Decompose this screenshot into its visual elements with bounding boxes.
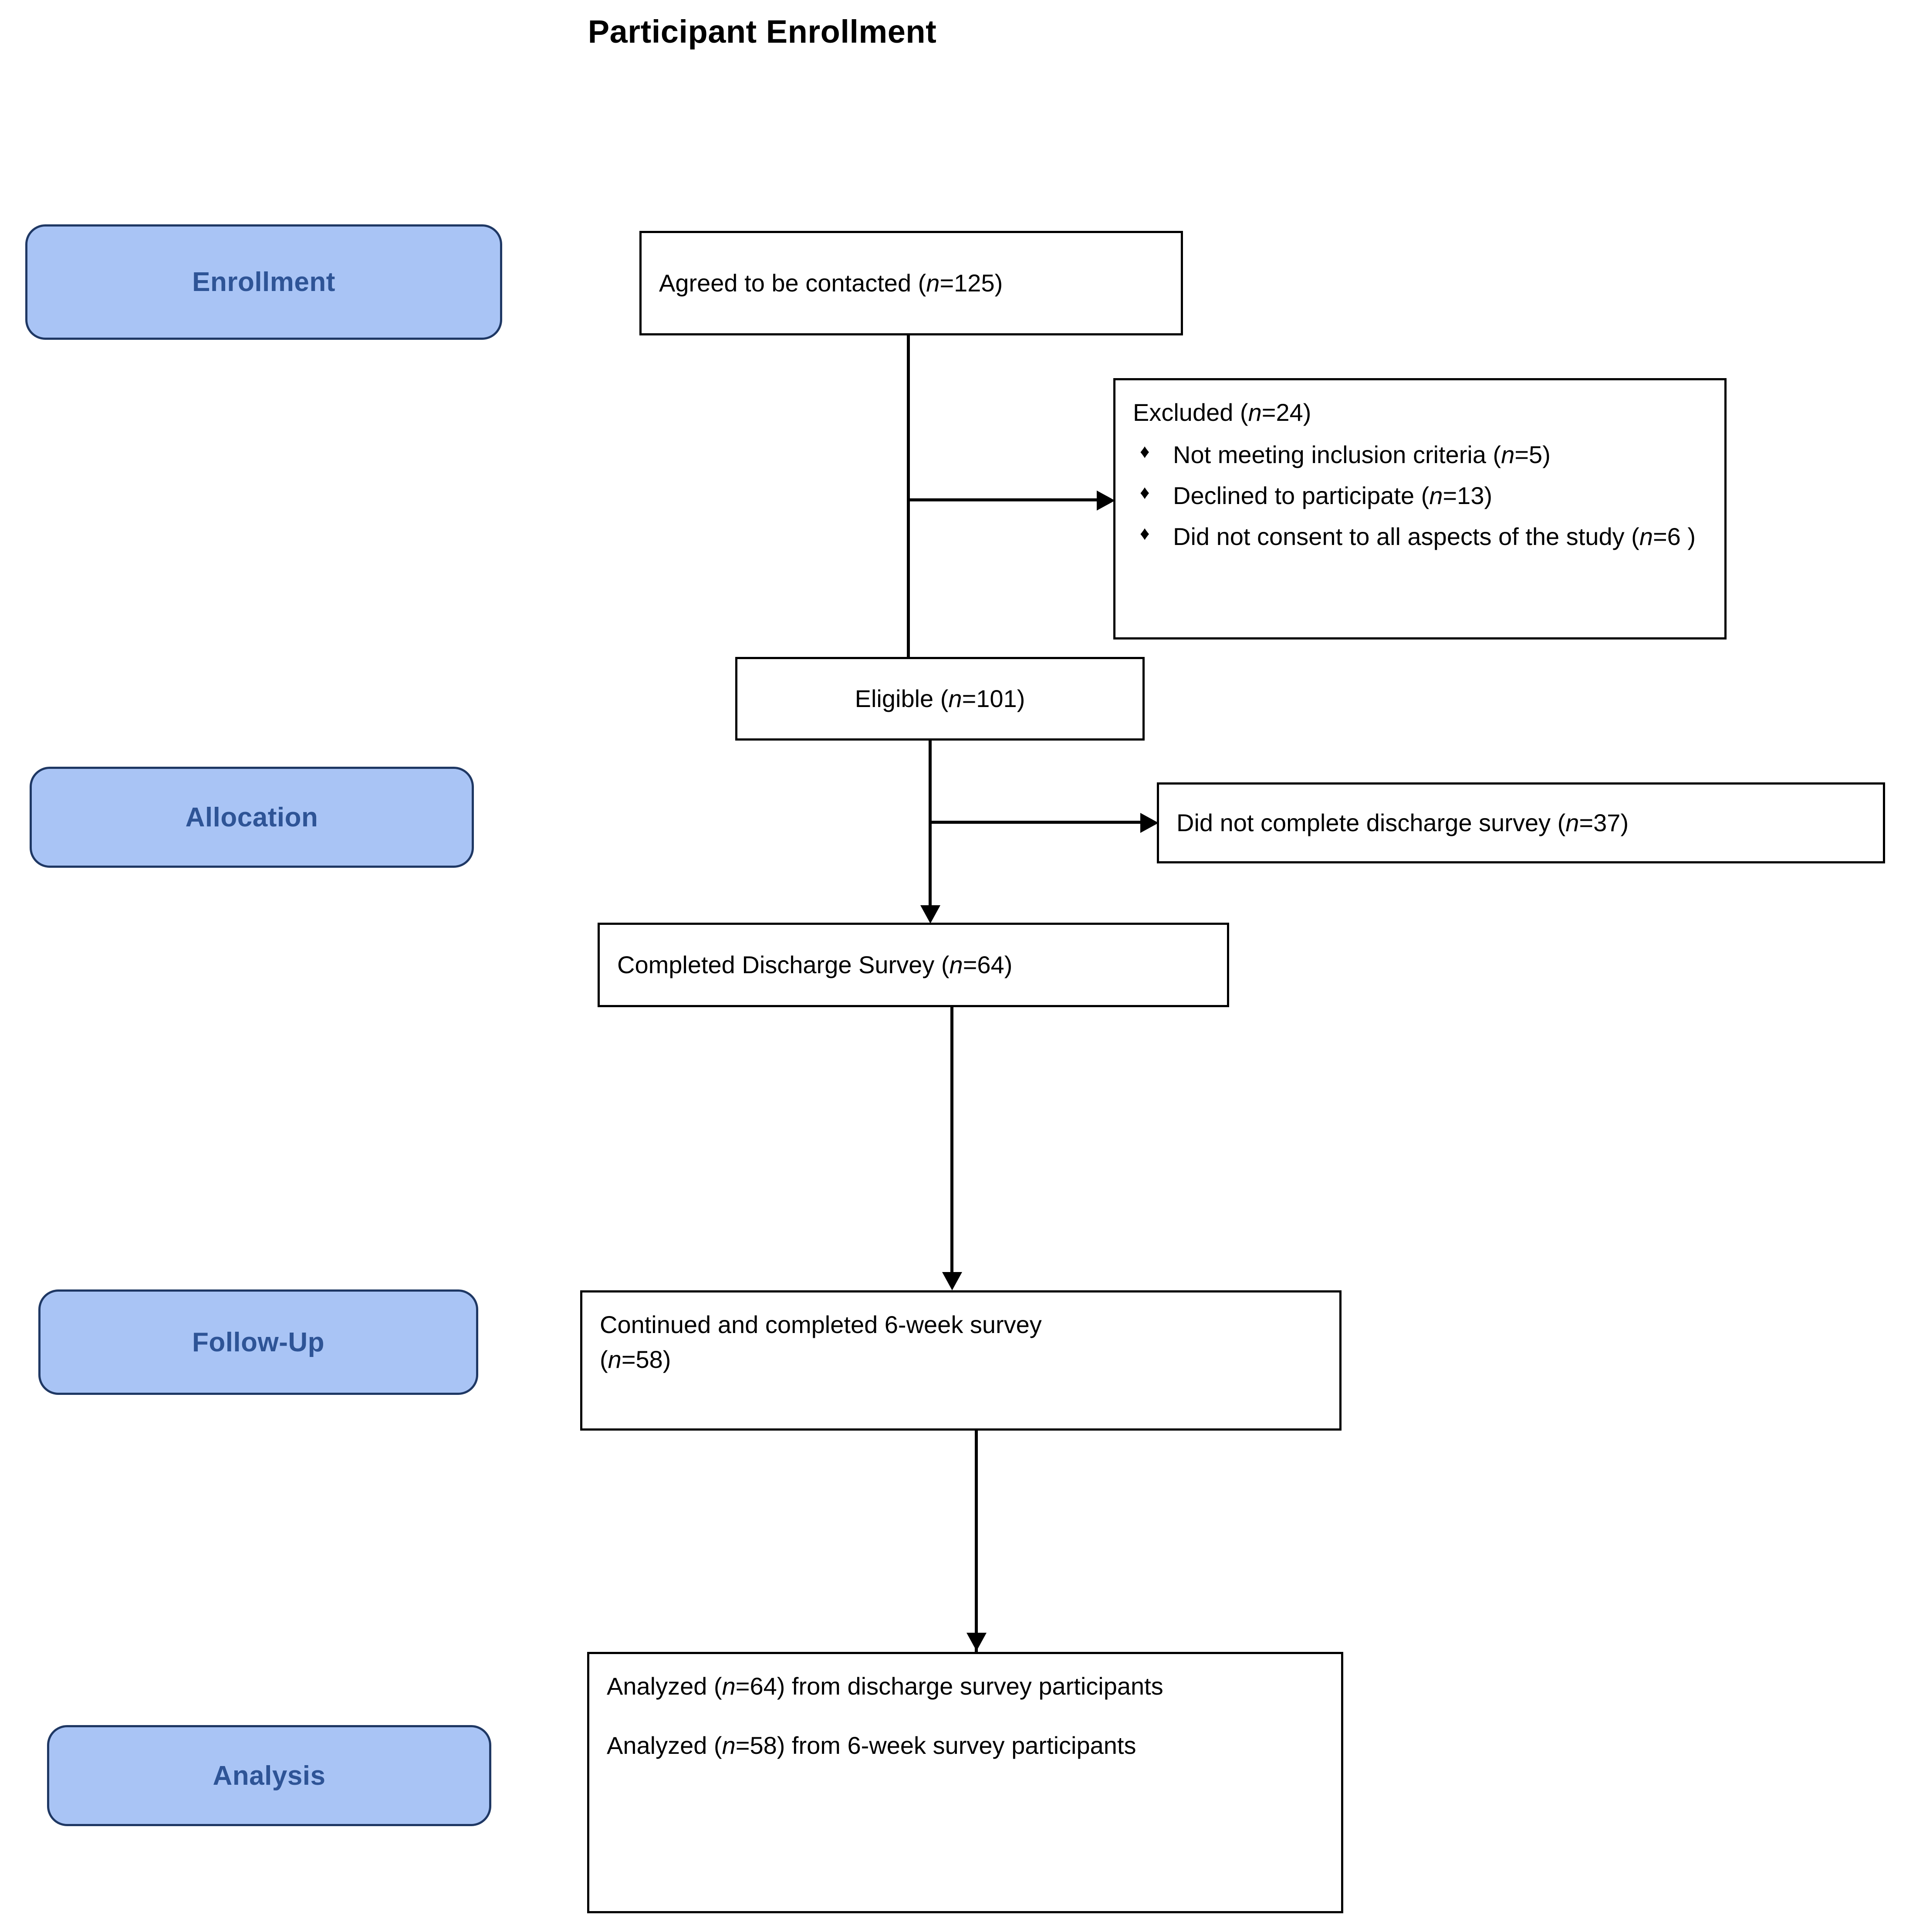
- connector-six-week-to-analysis: [975, 1431, 978, 1654]
- excluded-reason-text-suffix: =5): [1514, 440, 1551, 468]
- not-completed-text-prefix: Did not complete discharge survey (: [1176, 809, 1566, 837]
- stage-pill-enrollment: Enrollment: [25, 224, 502, 340]
- list-item: ♦ Declined to participate (n=13): [1133, 479, 1707, 513]
- box-excluded: Excluded (n=24) ♦Not meeting inclusion c…: [1113, 378, 1727, 639]
- box-eligible: Eligible (n=101): [735, 657, 1145, 741]
- paragraph-spacer: [607, 1704, 1324, 1728]
- completed-discharge-text-suffix: =64): [963, 951, 1013, 979]
- analysis-paragraph-1: Analyzed (n=64) from discharge survey pa…: [607, 1669, 1324, 1704]
- excluded-heading-n: n: [1248, 399, 1262, 426]
- diamond-bullet-icon: ♦: [1140, 523, 1150, 545]
- eligible-n-symbol: n: [948, 685, 962, 713]
- excluded-reason-text-prefix: Declined to participate (: [1173, 481, 1430, 509]
- connector-completed-discharge-to-six-week: [950, 1007, 953, 1274]
- list-item: ♦ Not meeting inclusion criteria (n=5): [1133, 438, 1707, 472]
- stage-label-analysis: Analysis: [213, 1760, 326, 1791]
- stage-label-allocation: Allocation: [185, 802, 318, 832]
- six-week-n-symbol: n: [608, 1345, 622, 1373]
- box-did-not-complete-discharge-survey: Did not complete discharge survey (n=37): [1157, 782, 1885, 863]
- excluded-heading-prefix: Excluded (: [1133, 399, 1248, 426]
- excluded-heading: Excluded (n=24): [1133, 395, 1707, 430]
- excluded-reason-text-prefix: Not meeting inclusion criteria (: [1173, 440, 1501, 468]
- excluded-heading-suffix: =24): [1261, 399, 1311, 426]
- stage-pill-allocation: Allocation: [30, 767, 474, 868]
- connector-eligible-to-not-completed: [929, 821, 1141, 824]
- box-analysis-results: Analyzed (n=64) from discharge survey pa…: [587, 1652, 1343, 1913]
- stage-label-follow-up: Follow-Up: [192, 1327, 325, 1357]
- excluded-reason-text-prefix: Did not consent to all aspects of the st…: [1173, 523, 1639, 551]
- analysis-p1-n: n: [722, 1672, 736, 1700]
- page-title: Participant Enrollment: [588, 14, 937, 50]
- analysis-p2-n: n: [722, 1731, 736, 1759]
- analysis-p1-suffix: =64) from discharge survey participants: [735, 1672, 1163, 1700]
- completed-discharge-n-symbol: n: [949, 951, 963, 979]
- excluded-reason-n: n: [1639, 523, 1653, 551]
- excluded-reason-list: ♦Not meeting inclusion criteria (n=5) ♦D…: [1133, 438, 1707, 554]
- agreed-text-prefix: Agreed to be contacted (: [659, 269, 926, 297]
- completed-discharge-text-prefix: Completed Discharge Survey (: [617, 951, 950, 979]
- arrow-down-to-analysis: [967, 1633, 987, 1651]
- box-six-week-survey: Continued and completed 6-week survey (n…: [580, 1290, 1342, 1431]
- diamond-bullet-icon: ♦: [1140, 481, 1150, 503]
- analysis-p1-prefix: Analyzed (: [607, 1672, 722, 1700]
- six-week-n-suffix: =58): [621, 1345, 671, 1373]
- connector-agreed-to-excluded: [907, 498, 1098, 501]
- box-agreed-to-be-contacted: Agreed to be contacted (n=125): [639, 231, 1183, 335]
- excluded-reason-text-suffix: =13): [1443, 481, 1493, 509]
- six-week-line-1: Continued and completed 6-week survey: [600, 1311, 1042, 1338]
- eligible-text-prefix: Eligible (: [855, 685, 949, 713]
- stage-pill-follow-up: Follow-Up: [38, 1289, 478, 1395]
- analysis-p2-suffix: =58) from 6-week survey participants: [735, 1731, 1136, 1759]
- connector-eligible-to-completed-discharge: [929, 741, 932, 907]
- stage-pill-analysis: Analysis: [47, 1725, 491, 1826]
- list-item: ♦ Did not consent to all aspects of the s…: [1133, 520, 1707, 554]
- six-week-line-2: (n=58): [600, 1342, 1322, 1377]
- arrow-right-to-not-completed: [1140, 813, 1159, 833]
- arrow-down-to-completed-discharge: [920, 905, 940, 924]
- not-completed-text-suffix: =37): [1579, 809, 1629, 837]
- arrow-right-to-excluded: [1097, 491, 1115, 511]
- arrow-down-to-six-week: [942, 1272, 962, 1290]
- excluded-reason-text-suffix: =6 ): [1653, 523, 1696, 551]
- eligible-text-suffix: =101): [962, 685, 1025, 713]
- analysis-p2-prefix: Analyzed (: [607, 1731, 722, 1759]
- excluded-reason-n: n: [1429, 481, 1443, 509]
- agreed-n-symbol: n: [926, 269, 940, 297]
- stage-label-enrollment: Enrollment: [192, 267, 335, 297]
- box-completed-discharge-survey: Completed Discharge Survey (n=64): [598, 923, 1229, 1007]
- six-week-n-prefix: (: [600, 1345, 608, 1373]
- not-completed-n-symbol: n: [1565, 809, 1579, 837]
- analysis-paragraph-2: Analyzed (n=58) from 6-week survey parti…: [607, 1728, 1324, 1763]
- diamond-bullet-icon: ♦: [1140, 440, 1150, 462]
- agreed-text-suffix: =125): [939, 269, 1003, 297]
- excluded-reason-n: n: [1501, 440, 1515, 468]
- connector-agreed-to-eligible: [907, 335, 910, 714]
